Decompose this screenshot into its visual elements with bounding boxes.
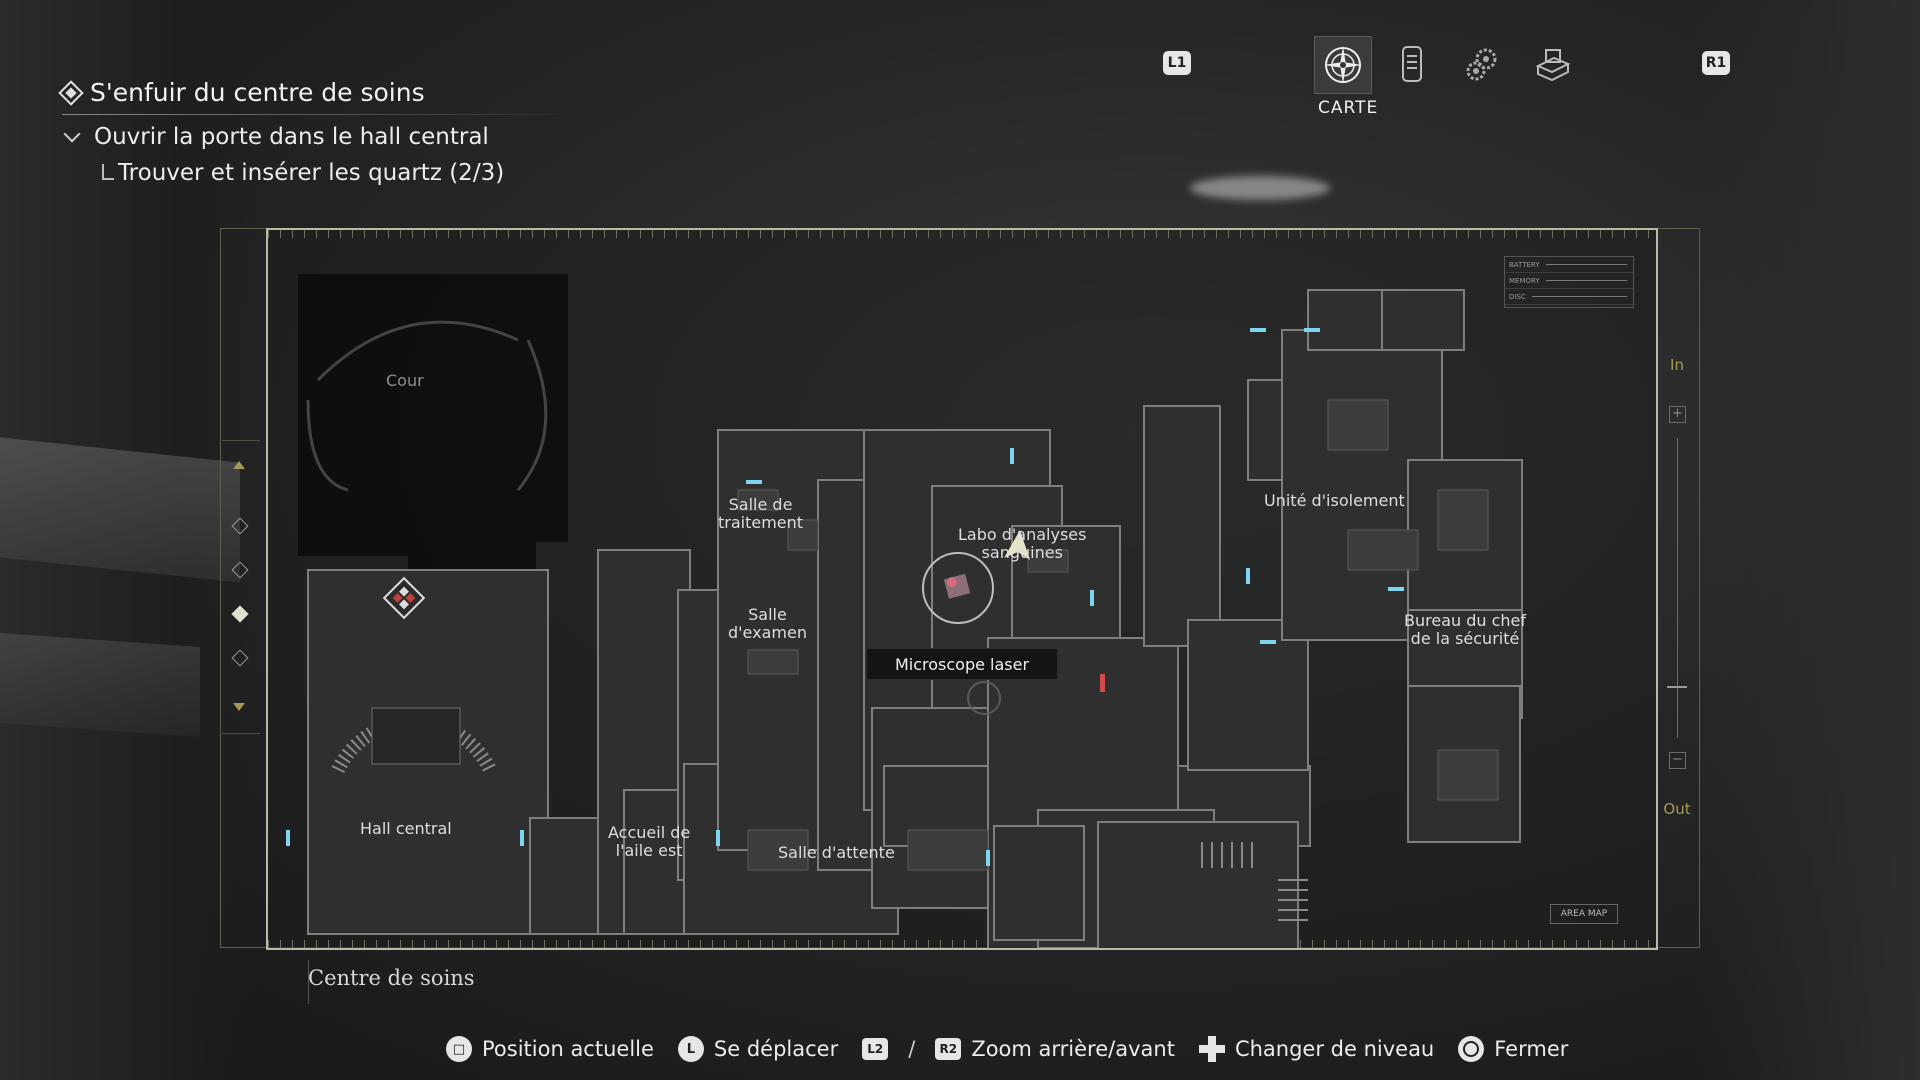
objective-diamond-icon	[58, 79, 84, 106]
background-desk-lower	[0, 633, 200, 737]
objective-panel: S'enfuir du centre de soins Ouvrir la po…	[58, 78, 592, 186]
area-name: Centre de soins	[308, 966, 475, 990]
zoom-track[interactable]	[1677, 438, 1678, 738]
floor-up-icon[interactable]	[233, 461, 245, 469]
separator: /	[908, 1037, 916, 1061]
control-label: Position actuelle	[482, 1037, 654, 1061]
room-label-salle-attente: Salle d'attente	[778, 843, 895, 862]
circle-button-icon	[1458, 1036, 1485, 1062]
floor-selector	[222, 440, 260, 734]
r1-button[interactable]: R1	[1702, 51, 1730, 75]
room-label-cour: Cour	[386, 371, 424, 390]
inventory-box-icon	[1535, 49, 1571, 82]
zoom-plus-icon[interactable]: +	[1669, 406, 1686, 423]
objective-step-text: Ouvrir la porte dans le hall central	[94, 124, 489, 150]
status-row: DISC	[1505, 289, 1633, 305]
objective-divider	[62, 114, 592, 115]
control-label: Se déplacer	[713, 1037, 839, 1061]
status-row: BATTERY	[1505, 257, 1633, 273]
tab-map[interactable]	[1314, 36, 1372, 94]
item-tooltip: Microscope laser	[866, 648, 1058, 680]
room-label-salle-traitement: Salle de traitement	[718, 495, 804, 532]
background-desk	[0, 437, 240, 583]
dpad-icon	[1198, 1036, 1225, 1062]
tree-branch-icon	[102, 164, 114, 180]
background-right	[1690, 0, 1920, 1080]
objective-title: S'enfuir du centre de soins	[90, 78, 425, 107]
room-label-unite-isolement: Unité d'isolement	[1264, 491, 1405, 510]
tab-files[interactable]	[1384, 36, 1440, 92]
l1-button[interactable]: L1	[1163, 51, 1191, 75]
objective-step: Ouvrir la porte dans le hall central	[62, 124, 489, 150]
room-label-hall-central: Hall central	[360, 819, 452, 838]
zoom-handle[interactable]	[1667, 686, 1687, 688]
objective-substep-text: Trouver et insérer les quartz (2/3)	[118, 160, 505, 186]
objective-title-row: S'enfuir du centre de soins	[58, 78, 425, 107]
files-icon	[1402, 46, 1422, 82]
square-button-icon: □	[446, 1036, 472, 1062]
room-label-bureau-chef: Bureau du chef de la sécurité	[1404, 611, 1527, 648]
ruler-top	[268, 230, 1656, 238]
floor-plan	[286, 274, 1523, 948]
map-canvas[interactable]: Cour Salle de traitement Salle d'examen …	[266, 228, 1658, 950]
objective-substep: Trouver et insérer les quartz (2/3)	[102, 160, 504, 186]
control-zoom: L2 / R2 Zoom arrière/avant	[862, 1037, 1175, 1061]
tab-map-label: CARTE	[1318, 98, 1379, 118]
zoom-minus-icon[interactable]: −	[1669, 752, 1686, 769]
gears-icon	[1466, 48, 1497, 81]
left-stick-icon: L	[677, 1036, 704, 1062]
control-label: Changer de niveau	[1234, 1037, 1435, 1061]
zoom-out-label: Out	[1663, 800, 1691, 818]
floor-down-icon[interactable]	[233, 703, 245, 711]
controls-bar: □ Position actuelle L Se déplacer L2 / R…	[446, 1036, 1592, 1062]
tab-inventory[interactable]	[1524, 36, 1580, 92]
zoom-slider[interactable]: In + − Out	[1658, 340, 1696, 830]
control-move: L Se déplacer	[677, 1036, 839, 1062]
control-label: Zoom arrière/avant	[971, 1037, 1175, 1061]
status-row: MEMORY	[1505, 273, 1633, 289]
r2-button-icon: R2	[935, 1038, 962, 1060]
device-status-panel: BATTERY MEMORY DISC	[1504, 256, 1634, 308]
ruler-bottom	[268, 940, 1656, 948]
area-name-divider	[308, 960, 309, 1004]
zoom-in-label: In	[1670, 356, 1684, 374]
compass-icon	[1324, 46, 1362, 84]
room-label-labo: Labo d'analyses sanguines	[958, 525, 1087, 562]
chevron-down-icon	[63, 125, 81, 143]
control-close[interactable]: Fermer	[1458, 1036, 1568, 1062]
tab-gears[interactable]	[1454, 36, 1510, 92]
control-current-position[interactable]: □ Position actuelle	[446, 1036, 654, 1062]
l2-button-icon: L2	[862, 1038, 889, 1060]
room-label-salle-examen: Salle d'examen	[728, 605, 807, 642]
control-label: Fermer	[1494, 1037, 1569, 1061]
control-change-level: Changer de niveau	[1198, 1036, 1435, 1062]
room-label-accueil: Accueil de l'aile est	[608, 823, 691, 860]
ceiling-light	[1190, 176, 1330, 200]
area-map-button[interactable]: AREA MAP	[1550, 904, 1618, 924]
